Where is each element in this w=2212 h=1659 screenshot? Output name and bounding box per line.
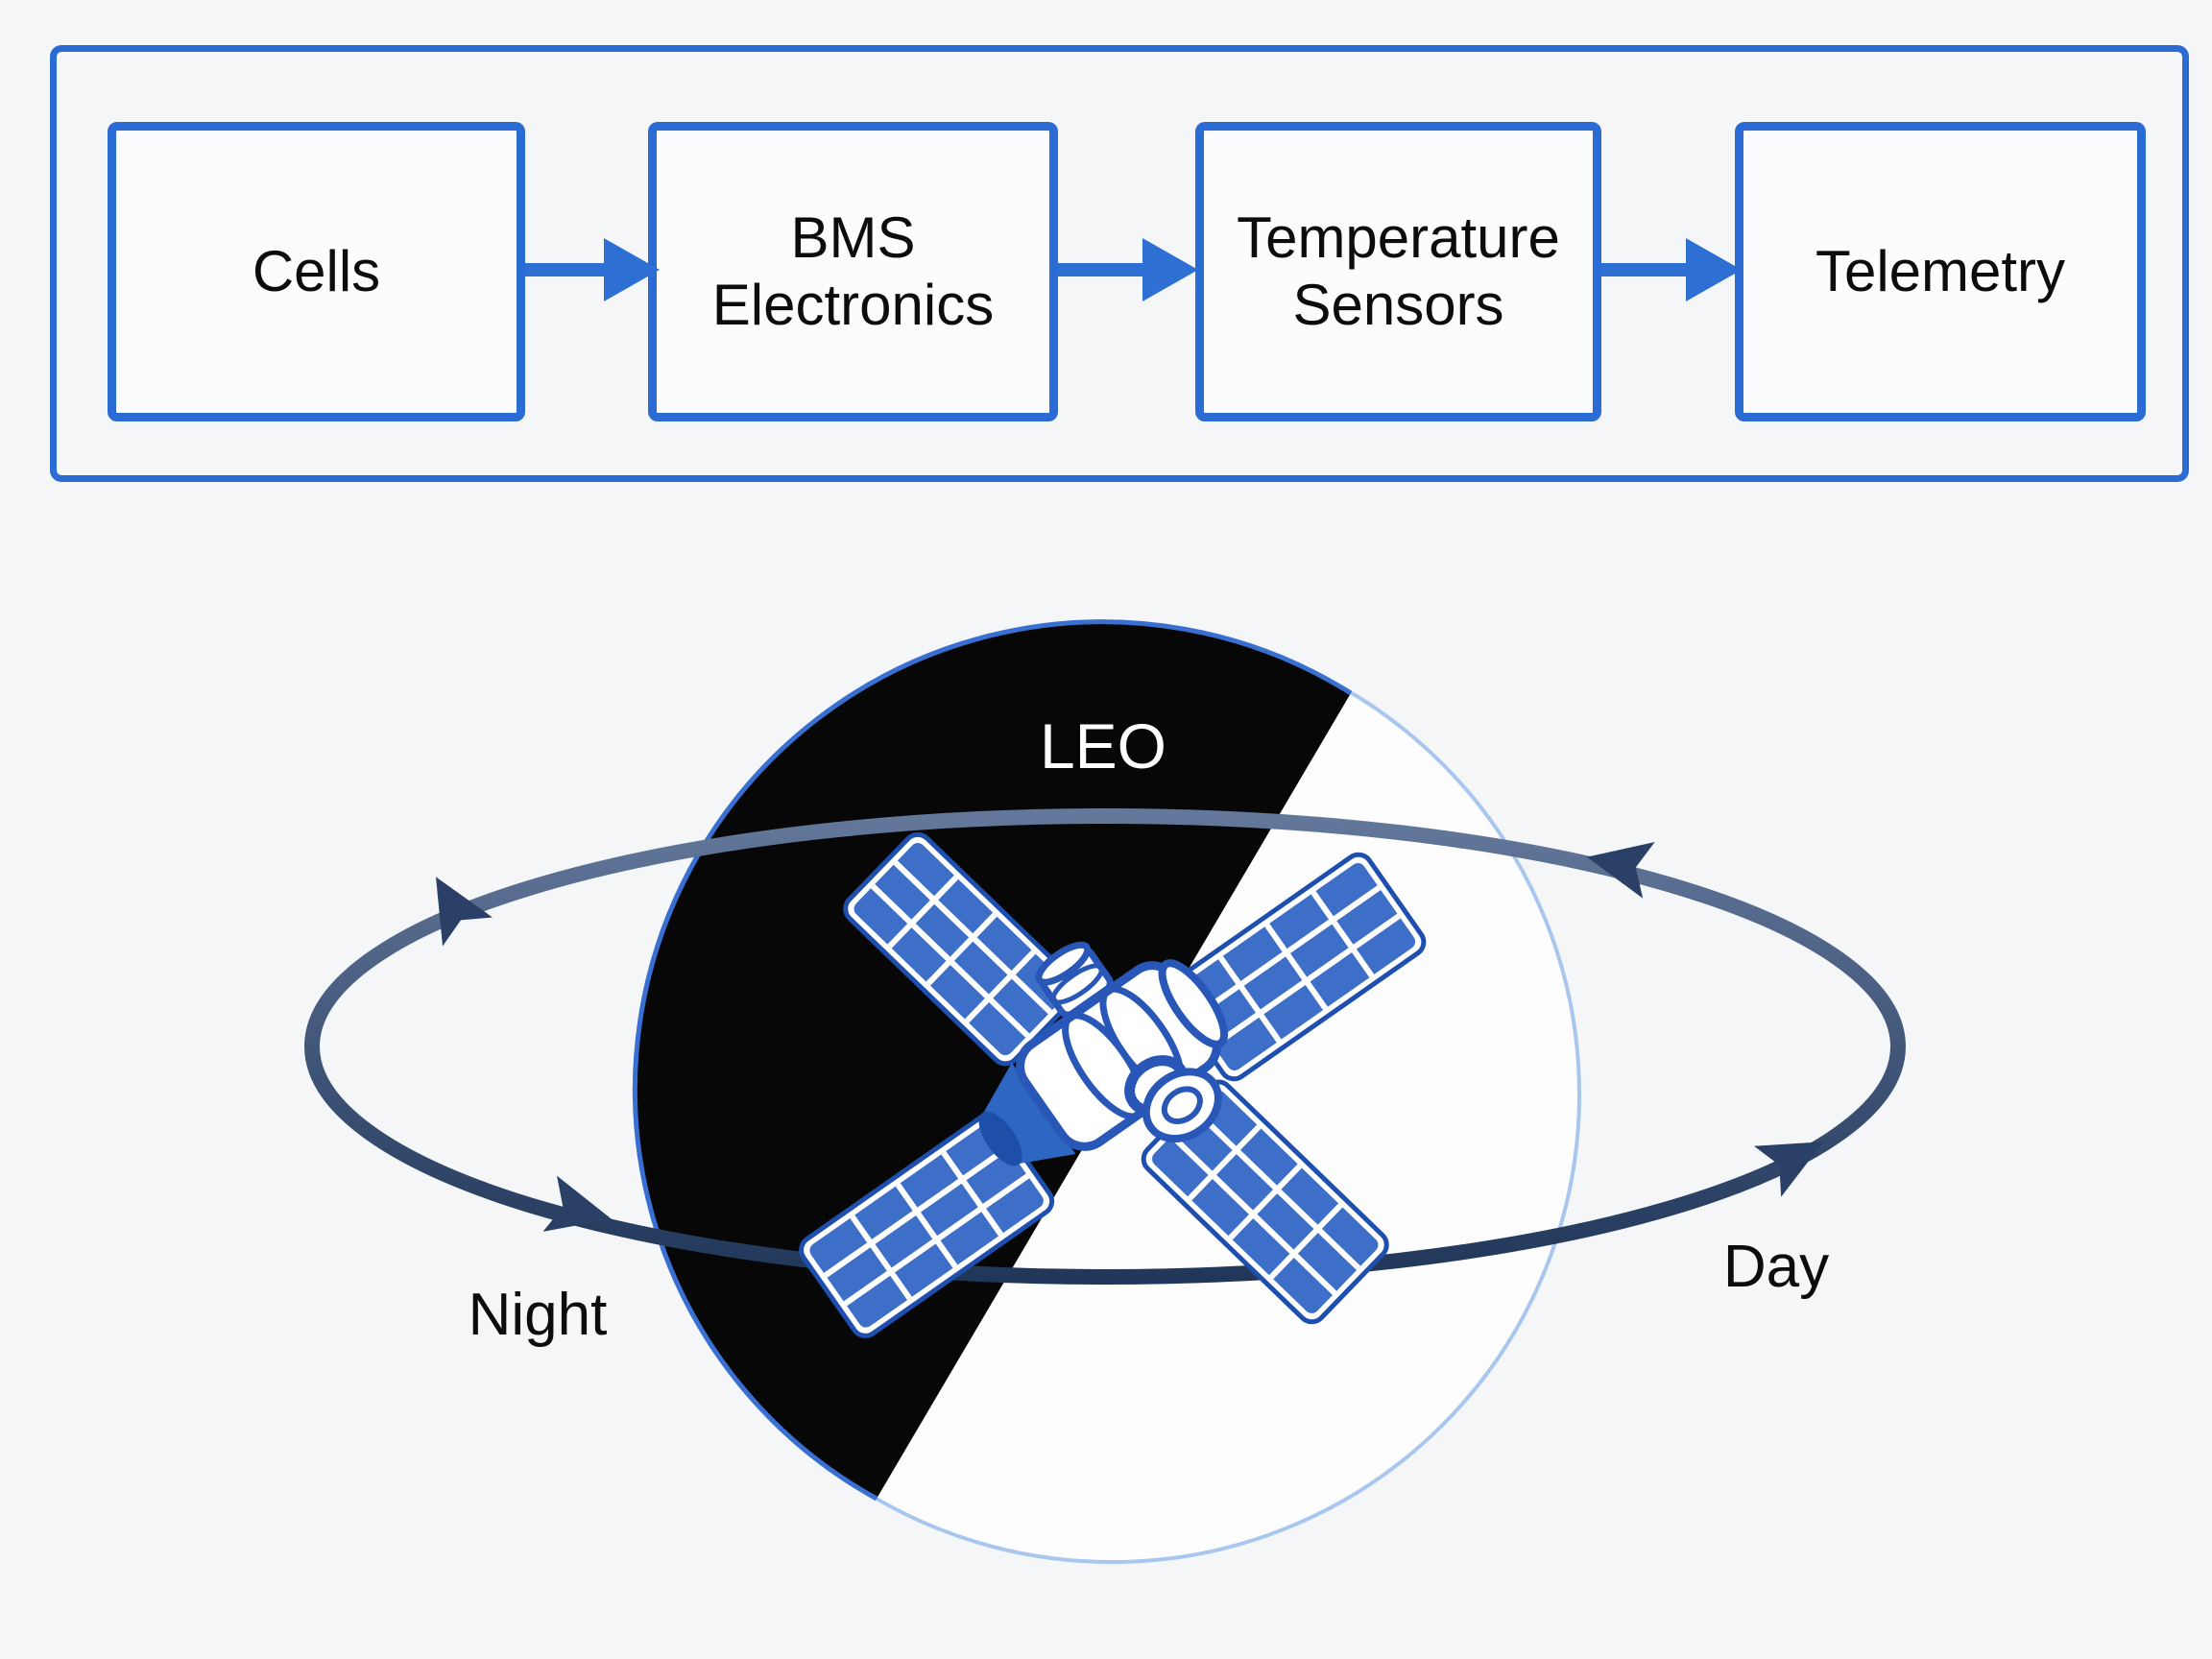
flow-arrow-icon xyxy=(1686,238,1742,301)
leo-orbit-label: LEO xyxy=(1040,710,1166,781)
day-label: Day xyxy=(1723,1234,1829,1300)
night-label: Night xyxy=(469,1282,608,1348)
flowchart-frame xyxy=(50,45,2189,482)
flow-arrow-icon xyxy=(1142,238,1198,301)
flow-arrow-shaft xyxy=(1058,263,1146,276)
solar-panel-upper-right xyxy=(1166,852,1427,1082)
flow-box-label: Telemetry xyxy=(1815,239,2066,303)
orbit-arrow-icon xyxy=(542,1175,612,1232)
earth-night-side xyxy=(635,621,1351,1499)
antenna-drum xyxy=(1035,941,1114,1019)
solar-panel-lower-right xyxy=(1141,1079,1389,1325)
flow-arrow-shaft xyxy=(525,263,608,276)
flow-box-temperature-sensors: Temperature Sensors xyxy=(1195,122,1601,421)
orbit-path xyxy=(304,808,1906,1285)
antenna-dish-icon xyxy=(1142,1068,1222,1143)
orbit-arrow-icon xyxy=(1586,842,1655,899)
flow-box-label: Electronics xyxy=(711,273,995,337)
flow-arrow-icon xyxy=(604,238,660,301)
flow-box-label: BMS xyxy=(790,205,916,270)
orbit-arrow-icon xyxy=(436,877,493,947)
satellite-icon xyxy=(799,831,1427,1338)
satellite-body xyxy=(978,941,1229,1166)
flow-arrow-shaft xyxy=(1601,263,1690,276)
flow-box-label: Temperature xyxy=(1237,205,1560,270)
flow-box-bms-electronics: BMS Electronics xyxy=(648,122,1058,421)
flow-box-cells: Cells xyxy=(108,122,525,421)
flow-box-label: Cells xyxy=(252,239,381,303)
flow-box-label: Sensors xyxy=(1292,273,1504,337)
flow-box-telemetry: Telemetry xyxy=(1735,122,2146,421)
solar-panel-upper-left xyxy=(843,831,1080,1067)
orbit-arrow-icon xyxy=(1753,1142,1824,1197)
orbit-direction-arrows xyxy=(436,842,1824,1232)
